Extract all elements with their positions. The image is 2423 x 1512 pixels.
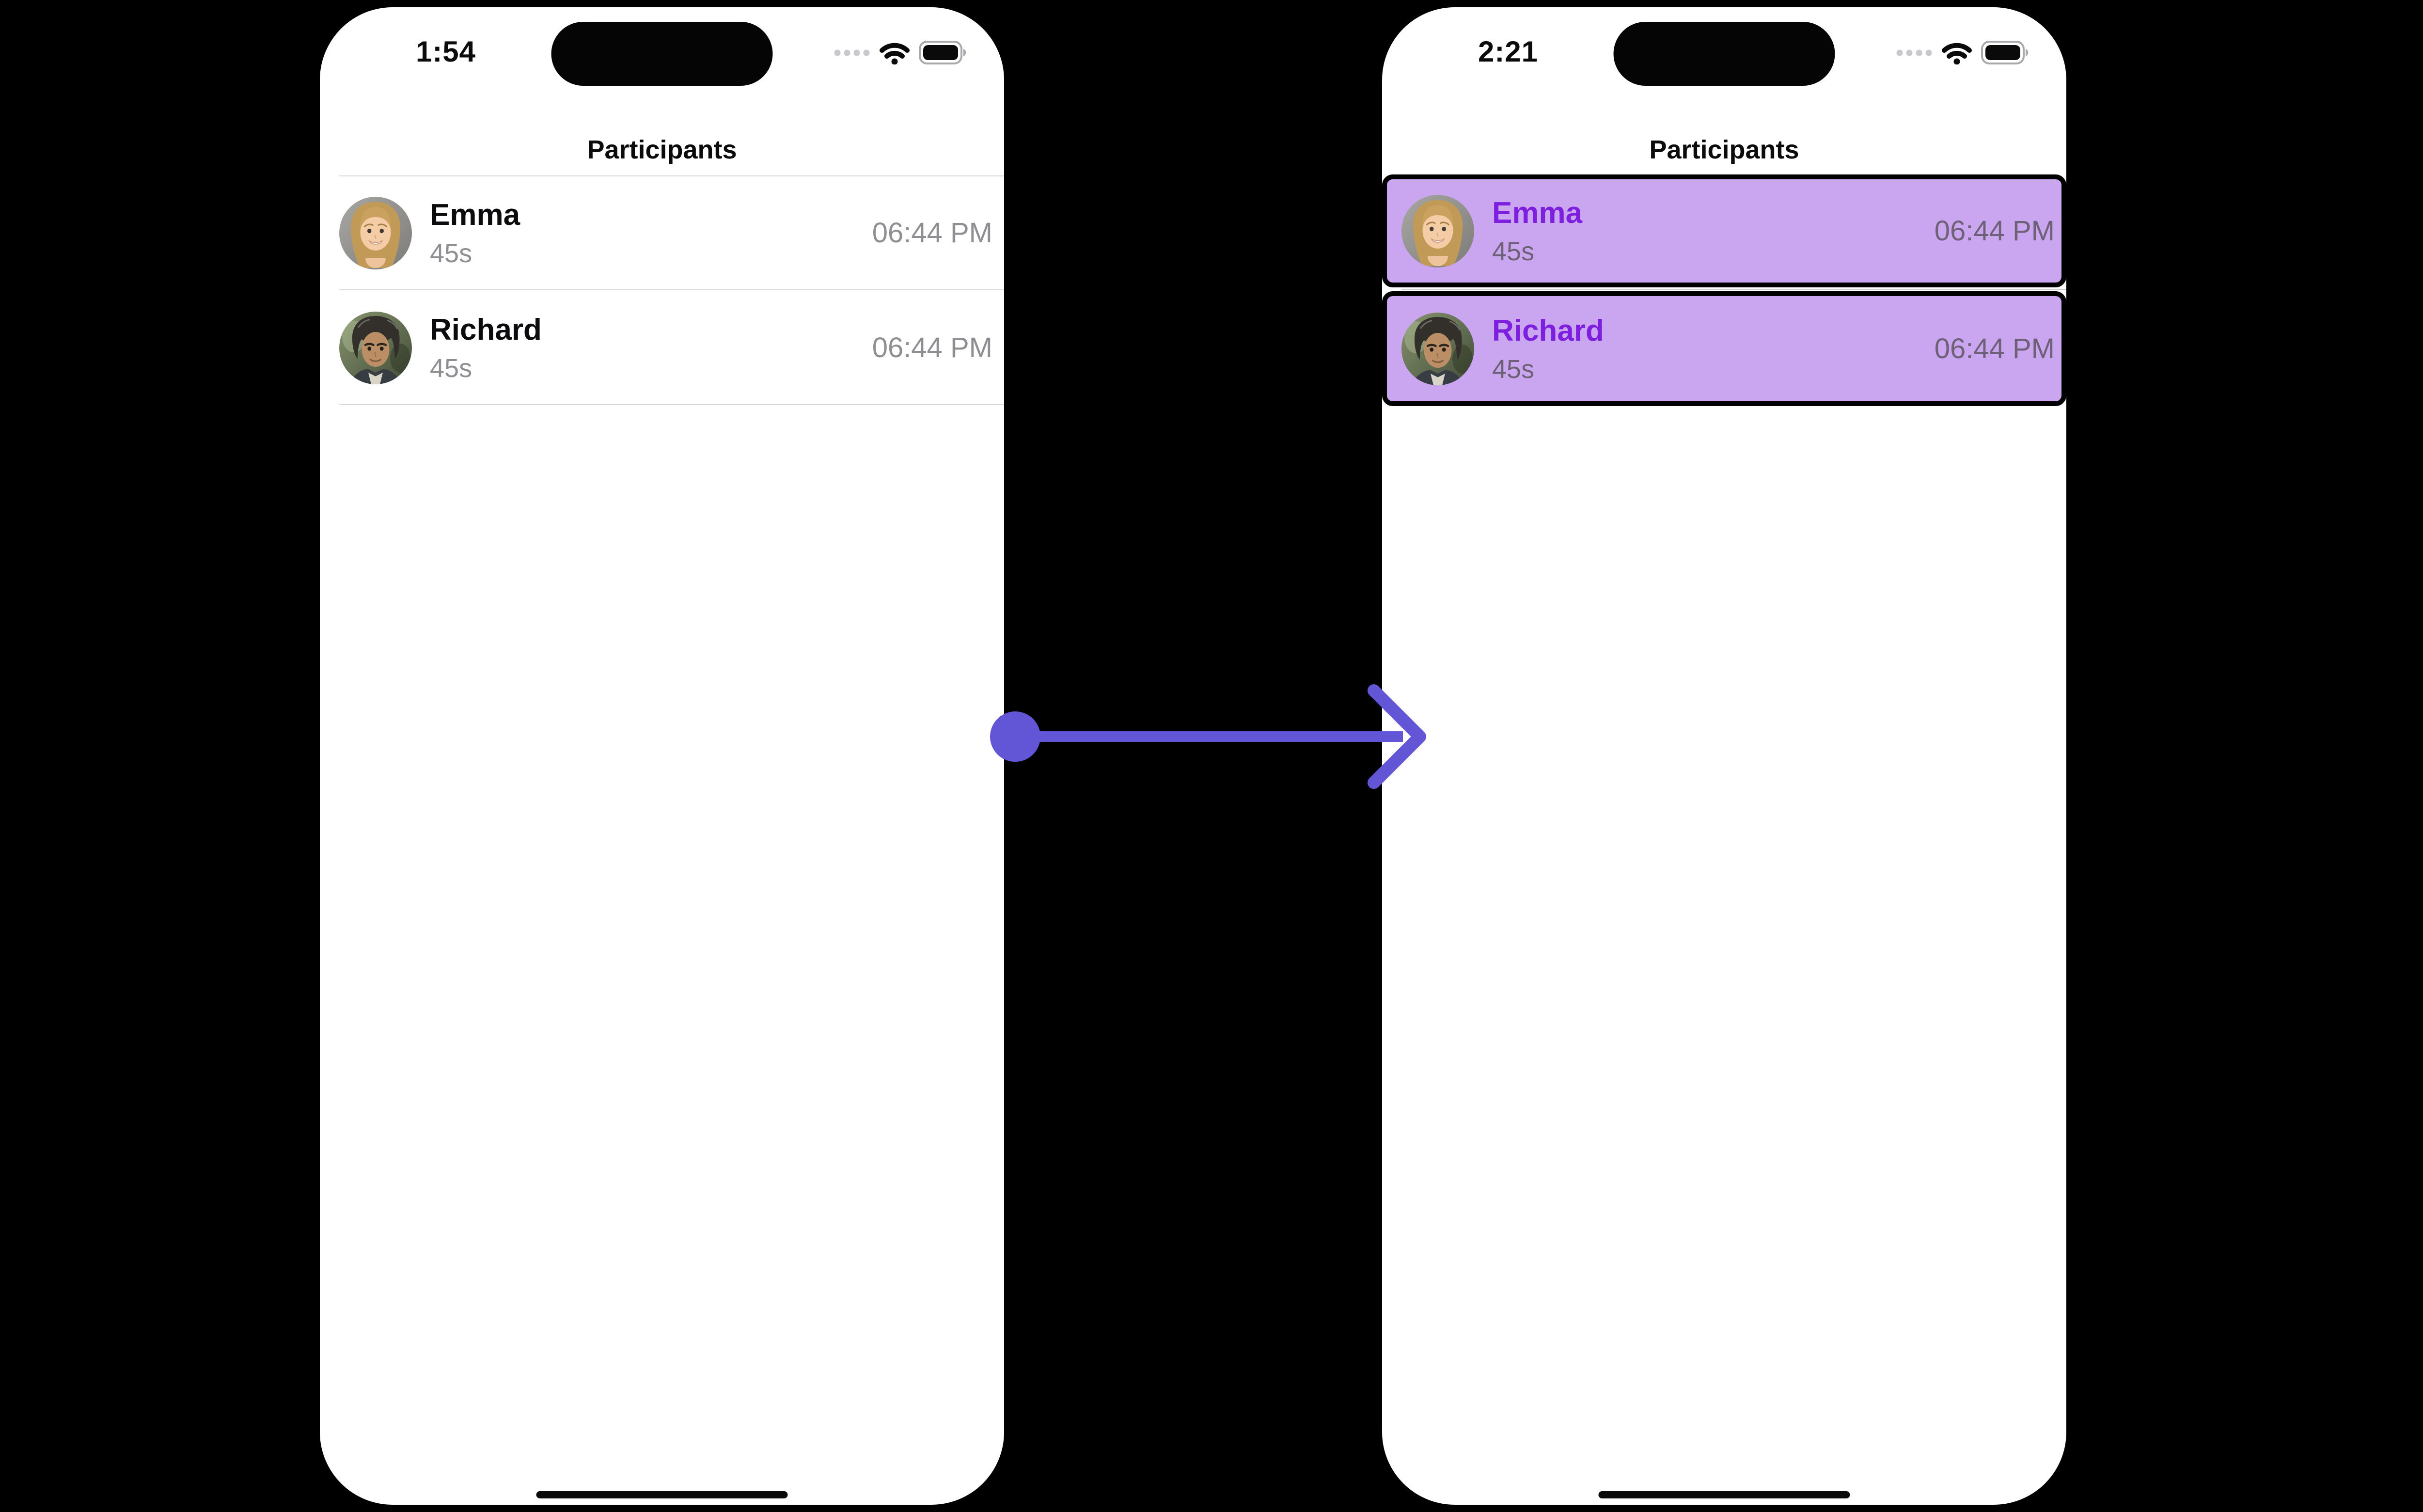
iphone-screen-before: 1:54 Participants xyxy=(320,7,1004,1505)
participant-name: Richard xyxy=(430,313,542,346)
page-title: Participants xyxy=(1649,135,1799,165)
participants-list: Emma 45s 06:44 PM Richard xyxy=(320,175,1004,405)
home-indicator xyxy=(536,1491,788,1498)
participant-text: Richard 45s xyxy=(1492,314,1604,384)
transition-arrow-icon xyxy=(990,684,1426,789)
participant-time: 06:44 PM xyxy=(872,217,992,249)
iphone-screen-after: 2:21 Participants xyxy=(1382,7,2066,1505)
status-bar-icons xyxy=(834,39,968,66)
status-bar-icons xyxy=(1896,39,2030,66)
participant-time: 06:44 PM xyxy=(872,332,992,363)
avatar-richard xyxy=(339,311,412,384)
participant-text: Emma 45s xyxy=(1492,197,1582,265)
avatar-emma xyxy=(1401,194,1474,268)
participant-duration: 45s xyxy=(1492,355,1535,384)
participant-text: Richard 45s xyxy=(430,313,542,383)
dynamic-island xyxy=(551,22,773,86)
participant-time: 06:44 PM xyxy=(1934,333,2055,364)
status-bar-time: 1:54 xyxy=(415,35,476,68)
list-item-emma[interactable]: Emma 45s 06:44 PM xyxy=(320,175,1004,290)
participant-duration: 45s xyxy=(430,239,472,268)
participant-text: Emma 45s xyxy=(430,199,520,267)
status-bar-time: 2:21 xyxy=(1478,35,1539,68)
page-title: Participants xyxy=(587,135,737,165)
avatar-richard xyxy=(1401,312,1474,385)
participant-name: Emma xyxy=(1492,196,1583,230)
participant-name: Emma xyxy=(430,198,520,232)
dynamic-island xyxy=(1613,22,1835,86)
home-indicator xyxy=(1598,1491,1850,1498)
row-divider xyxy=(1382,287,2066,291)
participant-duration: 45s xyxy=(1492,237,1535,267)
participants-list-highlighted: Emma 45s 06:44 PM R xyxy=(1382,174,2066,406)
list-item-richard-highlighted[interactable]: Richard 45s 06:44 PM xyxy=(1382,291,2066,406)
participant-duration: 45s xyxy=(430,354,472,383)
list-item-emma-highlighted[interactable]: Emma 45s 06:44 PM xyxy=(1382,174,2066,287)
participant-time: 06:44 PM xyxy=(1934,215,2055,247)
participant-name: Richard xyxy=(1492,314,1604,347)
avatar-emma xyxy=(339,196,412,269)
list-item-richard[interactable]: Richard 45s 06:44 PM xyxy=(320,290,1004,405)
